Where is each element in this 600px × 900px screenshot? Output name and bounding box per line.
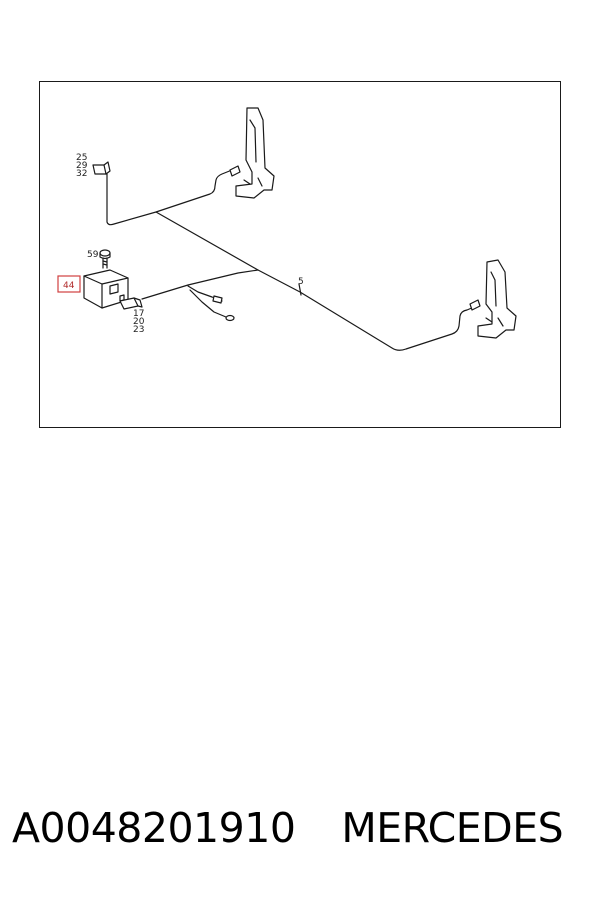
part-number: A0048201910 [12, 804, 296, 852]
callout-bottom-2: 20 [133, 317, 145, 327]
ring-terminal [225, 314, 235, 322]
callout-highlight-box[interactable] [57, 275, 81, 293]
callout-bolt: 59 [87, 250, 99, 260]
callout-top-2: 29 [76, 161, 88, 171]
callout-top-1: 25 [76, 153, 87, 163]
callout-bottom-3: 23 [133, 325, 144, 335]
connector-bottom-left [119, 297, 143, 310]
callout-highlighted[interactable]: 44 [63, 281, 75, 291]
inline-connector [212, 295, 223, 304]
mirror-bracket-lower [469, 259, 517, 339]
diagram-frame [39, 81, 561, 428]
connector-top-left [92, 161, 111, 175]
callout-top-3: 32 [76, 169, 87, 179]
part-caption: A0048201910 MERCEDES [12, 798, 592, 858]
brand-name: MERCEDES [341, 804, 564, 852]
mirror-bracket-upper [229, 107, 275, 199]
callout-harness: 5 [298, 277, 304, 287]
bolt [99, 249, 111, 269]
callout-bottom-1: 17 [133, 309, 144, 319]
wiring-harness [106, 169, 475, 351]
